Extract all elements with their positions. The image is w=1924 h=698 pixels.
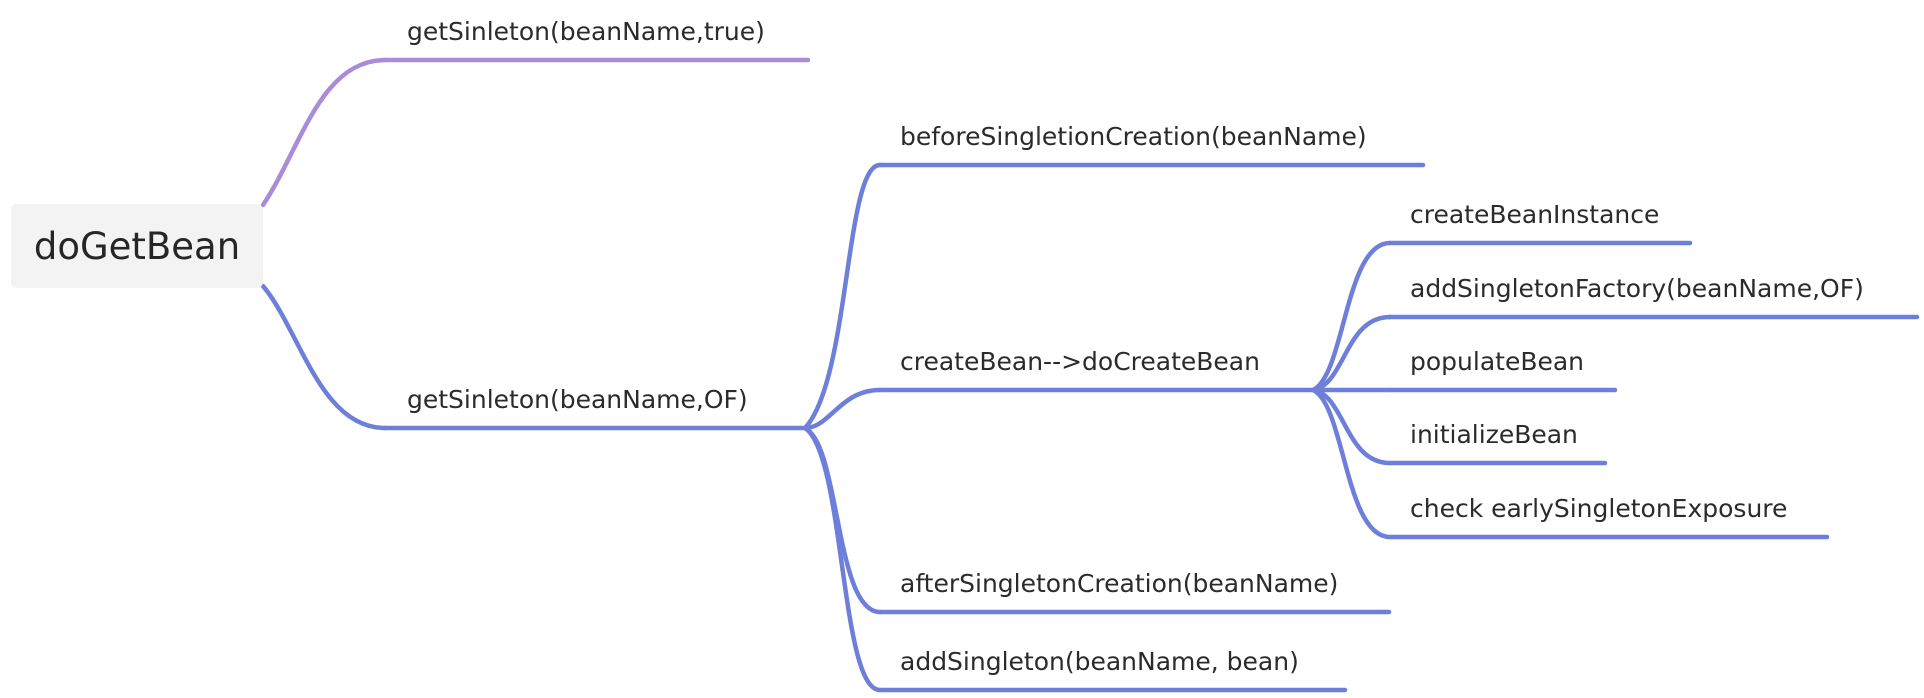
root-node-label: doGetBean (33, 224, 241, 268)
node-before-creation[interactable]: beforeSingletionCreation(beanName) (900, 122, 1367, 151)
node-create-bean[interactable]: createBean-->doCreateBean (900, 347, 1260, 376)
root-node[interactable]: doGetBean (11, 204, 263, 288)
connector-to-check-early-exposure (1310, 387, 1393, 540)
node-create-singleton[interactable]: getSinleton(beanName,OF) (407, 385, 748, 414)
connector-to-create-bean-instance (1310, 240, 1393, 393)
connector-root-to-create-singleton (260, 283, 388, 431)
connector-to-add-singleton-factory (1310, 314, 1393, 393)
connector-to-initialize-bean (1310, 387, 1393, 466)
node-populate-bean[interactable]: populateBean (1410, 347, 1585, 376)
node-create-bean-instance[interactable]: createBeanInstance (1410, 200, 1660, 229)
node-after-creation[interactable]: afterSingletonCreation(beanName) (900, 569, 1339, 598)
node-check-early-exposure[interactable]: check earlySingletonExposure (1410, 494, 1788, 523)
connector-to-before-creation (802, 162, 883, 431)
node-early-singleton[interactable]: getSinleton(beanName,true) (407, 17, 765, 46)
node-add-singleton-factory[interactable]: addSingletonFactory(beanName,OF) (1410, 274, 1864, 303)
node-initialize-bean[interactable]: initializeBean (1410, 420, 1578, 449)
connector-to-add-singleton (802, 425, 883, 693)
connector-to-create-bean (802, 387, 883, 431)
connector-root-to-early-singleton (260, 57, 388, 208)
node-add-singleton[interactable]: addSingleton(beanName, bean) (900, 647, 1299, 676)
